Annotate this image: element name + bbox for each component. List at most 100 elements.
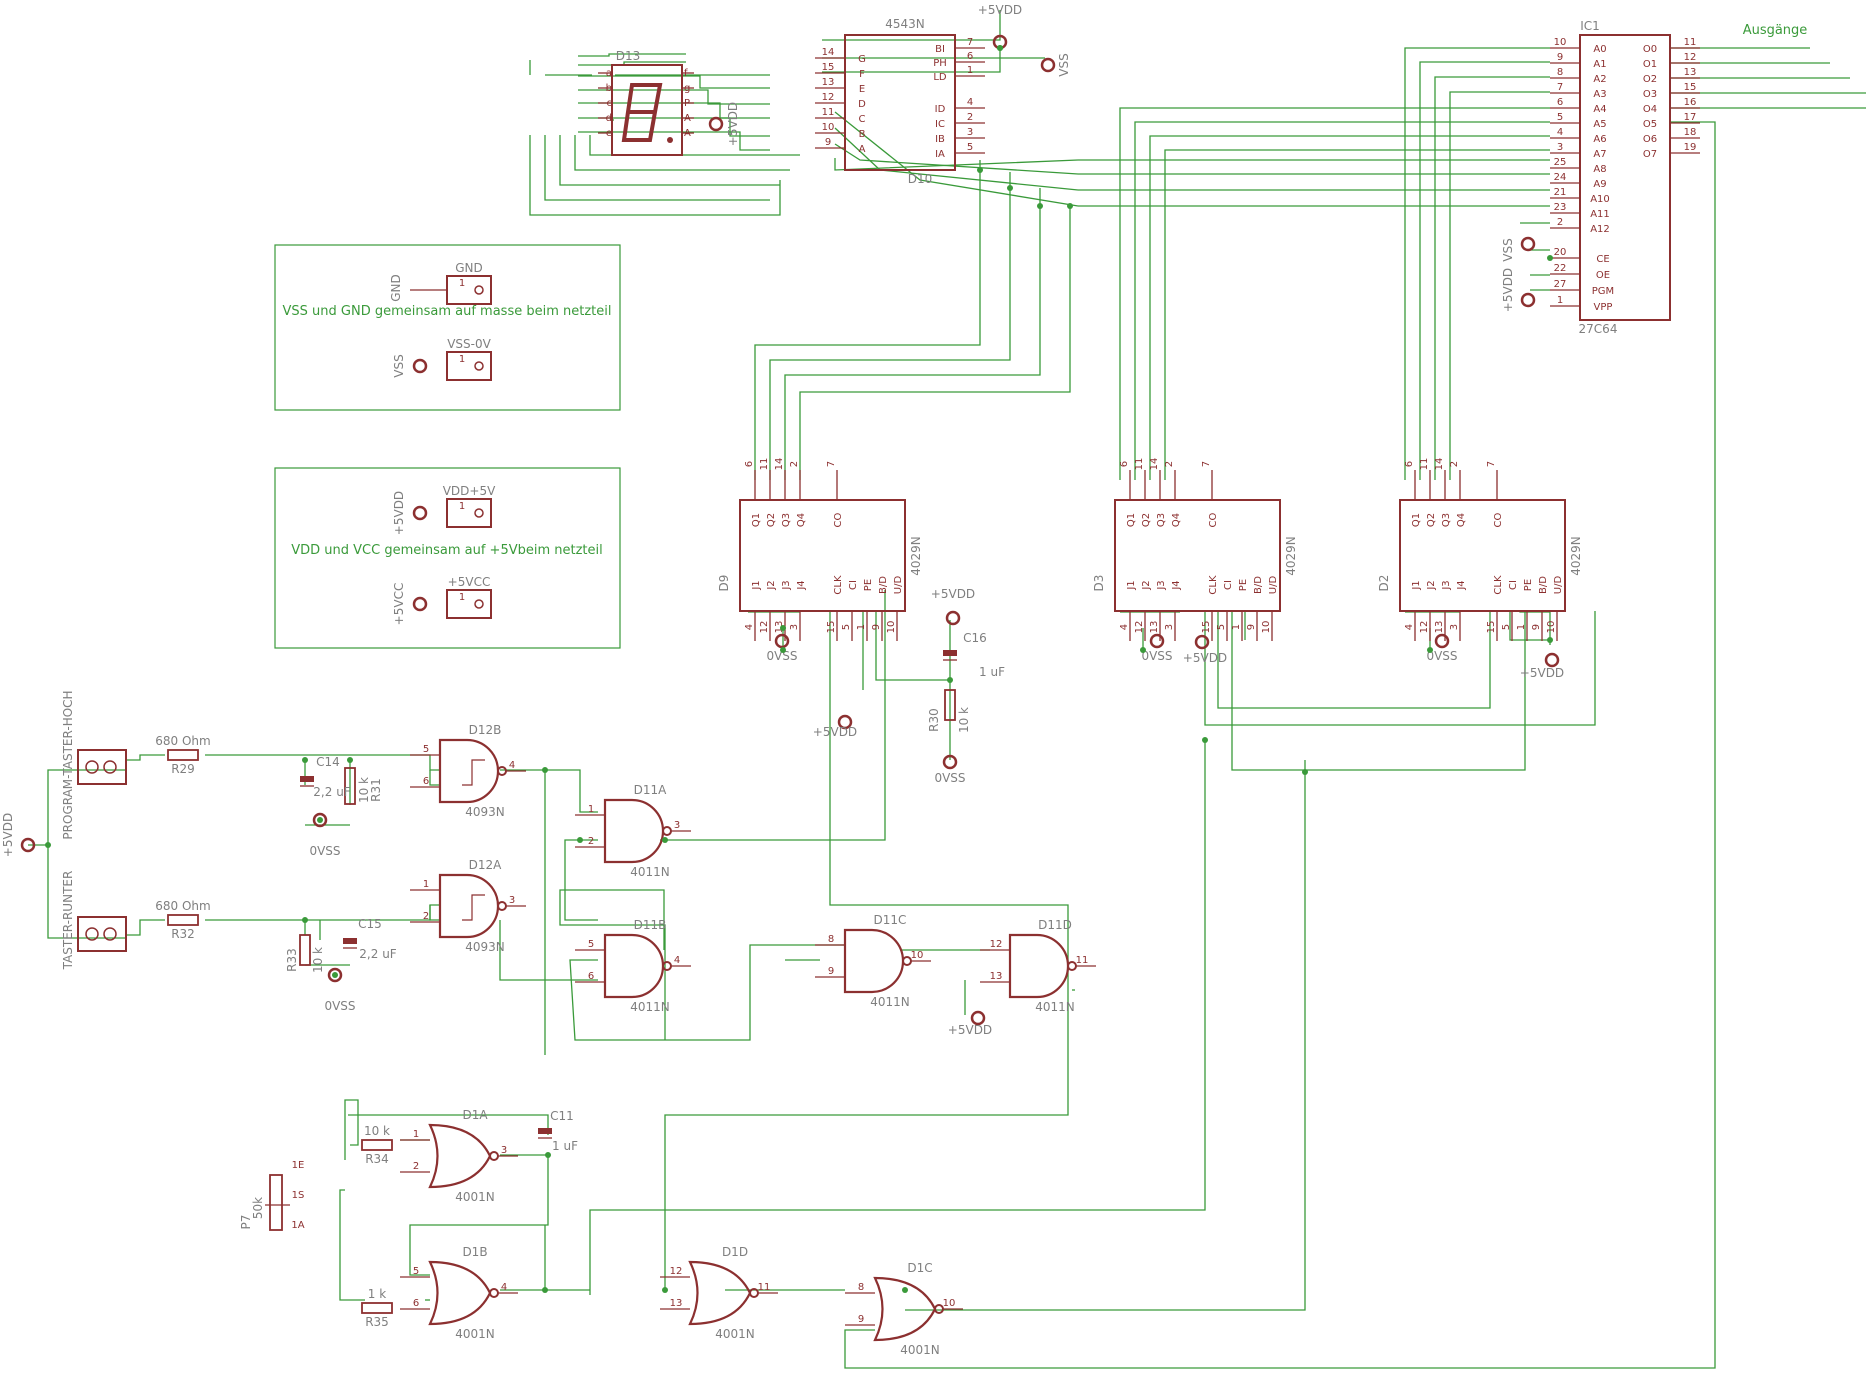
parts xyxy=(20,34,1700,1342)
seven-segment-display xyxy=(611,64,683,156)
gate-d11a xyxy=(603,798,665,864)
ic1-pin-name: A11 xyxy=(1590,209,1610,220)
counter-pin-name: PE xyxy=(863,579,874,591)
wire xyxy=(559,135,780,186)
ic1-pin-name: O6 xyxy=(1643,134,1657,145)
counter-pin-name: U/D xyxy=(893,576,904,595)
wire xyxy=(125,919,165,936)
counter-pin-name: CI xyxy=(848,580,859,590)
supply-symbol xyxy=(942,754,958,770)
supply-symbol xyxy=(412,596,428,612)
d10-pin-num: 10 xyxy=(822,122,835,133)
res-ref: R35 xyxy=(365,1315,389,1329)
junction-dot xyxy=(347,757,353,763)
r29-resistor xyxy=(167,749,199,761)
wire xyxy=(1149,135,1550,480)
ic1-pin-num: 20 xyxy=(1554,247,1567,258)
p7-pin: 1S xyxy=(292,1190,305,1201)
wire xyxy=(499,920,598,981)
wire xyxy=(28,769,125,846)
wire xyxy=(578,53,686,57)
wire xyxy=(1449,91,1550,480)
button-contact xyxy=(103,927,117,941)
gate-pin: 11 xyxy=(758,1282,771,1293)
res-ref: R29 xyxy=(171,762,195,776)
ic1-pin-num: 18 xyxy=(1684,127,1697,138)
d13-pin: g xyxy=(684,83,690,94)
wire xyxy=(578,102,770,119)
gate-bubble xyxy=(497,766,507,776)
wire xyxy=(569,944,845,1041)
ic1-pin-num: 5 xyxy=(1557,112,1563,123)
ic1-pin-num: 24 xyxy=(1554,172,1567,183)
ic1-pin-name: O0 xyxy=(1643,44,1657,55)
gate-ref: D1A xyxy=(462,1108,488,1122)
gate-bubble xyxy=(662,961,672,971)
counter-pin-name: PE xyxy=(1238,579,1249,591)
ic1-pin-num: 27 xyxy=(1554,279,1567,290)
ic1-pin-name: A0 xyxy=(1593,44,1606,55)
counter-d2 xyxy=(1399,499,1566,612)
vss-connector xyxy=(446,351,492,381)
p7-pin: 1A xyxy=(291,1220,304,1231)
gate-pin: 2 xyxy=(588,836,594,847)
wire xyxy=(589,135,800,156)
gate-pin: 1 xyxy=(423,879,429,890)
gate-pin: 13 xyxy=(670,1298,683,1309)
counter-pin-num: 3 xyxy=(1164,624,1175,630)
counter-pin-num: 2 xyxy=(1449,461,1460,467)
counter-pin-name: CLK xyxy=(1493,575,1504,595)
gate-ref: D12A xyxy=(469,858,503,872)
wire xyxy=(429,770,440,786)
wire xyxy=(578,89,770,105)
counter-pin-num: 9 xyxy=(1531,624,1542,630)
wire xyxy=(1217,611,1491,709)
r33-resistor xyxy=(299,934,311,966)
supply-symbol xyxy=(970,1010,986,1026)
gate-type: 4093N xyxy=(465,805,505,819)
gate-pin: 12 xyxy=(670,1266,683,1277)
wire xyxy=(1419,61,1550,480)
ic1-pin-name: A9 xyxy=(1593,179,1606,190)
p7-ref: P7 xyxy=(239,1215,253,1230)
r33-value: 10 k xyxy=(311,947,325,973)
r31-value: 10 k xyxy=(357,777,371,803)
d13-pin: d xyxy=(606,113,612,124)
ic1-pin-name: CE xyxy=(1596,254,1609,265)
ic1-pin-name: A2 xyxy=(1593,74,1606,85)
gate-pin: 9 xyxy=(858,1314,864,1325)
wire xyxy=(578,75,770,89)
c14-capacitor xyxy=(300,776,314,782)
d10-pin-name: G xyxy=(858,54,866,65)
ic1-pin-num: 6 xyxy=(1557,97,1563,108)
gate-d1a xyxy=(428,1123,492,1189)
junction-dot xyxy=(947,677,953,683)
d13-pin: A xyxy=(684,128,691,139)
counter-pin-num: 13 xyxy=(774,621,785,634)
gate-type: 4011N xyxy=(870,995,910,1009)
gate-d11b xyxy=(603,933,665,999)
ic1-pin-num: 7 xyxy=(1557,82,1563,93)
supply-symbol xyxy=(708,116,724,132)
counter-pin-num: 4 xyxy=(744,624,755,630)
supply-label: VSS xyxy=(392,354,406,377)
counter-pin-num: 11 xyxy=(1134,458,1145,471)
ic1-pin-num: 9 xyxy=(1557,52,1563,63)
gate-pin: 6 xyxy=(413,1298,419,1309)
d13-pin: c xyxy=(607,98,613,109)
c16-capacitor xyxy=(943,650,957,656)
junction-dot xyxy=(577,837,583,843)
counter-pin-name: Q3 xyxy=(1441,513,1452,527)
counter-vss: 0VSS xyxy=(1141,649,1172,663)
d10-pin-num: 7 xyxy=(967,37,973,48)
gate-pin: 5 xyxy=(413,1266,419,1277)
counter-pin-name: U/D xyxy=(1268,576,1279,595)
d10-pin-num: 2 xyxy=(967,112,973,123)
res-ref: R32 xyxy=(171,927,195,941)
counter-pin-name: Q3 xyxy=(1156,513,1167,527)
wire xyxy=(589,740,1206,1295)
junction-dot xyxy=(1302,769,1308,775)
c16-ref: C16 xyxy=(963,631,987,645)
counter-pin-name: CLK xyxy=(1208,575,1219,595)
